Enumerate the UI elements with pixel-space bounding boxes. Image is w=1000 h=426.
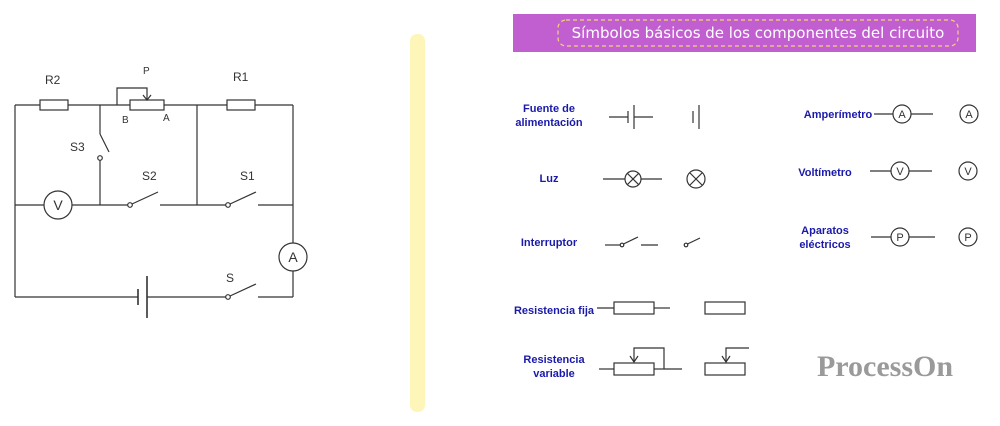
rheostat: [129, 99, 165, 111]
switch-s3-lever: [99, 133, 110, 153]
symbol-power-source-bare: [692, 105, 700, 129]
slider-arrow: [142, 94, 152, 101]
ammeter-label: A: [288, 249, 298, 265]
symbol-appliance-bare: [958, 227, 978, 247]
resistor-r2: [39, 99, 69, 111]
header-dashed-frame: [557, 19, 959, 47]
switch-s-pivot: [225, 294, 231, 300]
label-appliance-1: Aparatos: [801, 225, 849, 237]
symbol-ammeter-bare: [959, 104, 979, 124]
symbol-lamp-bare: [686, 169, 706, 189]
symbol-variable-resistor: [599, 347, 682, 376]
symbol-fixed-resistor: [597, 301, 670, 315]
label-s1: S1: [240, 169, 255, 183]
symbol-switch-bare: [683, 237, 701, 248]
label-variable-resistor-2: variable: [533, 368, 575, 380]
ammeter-symbol-letter: A: [898, 109, 906, 121]
label-s3: S3: [70, 140, 85, 154]
label-r2: R2: [45, 73, 61, 87]
circuit-labels: R2 R1 P B A S3 S2 S1 S V A: [45, 66, 298, 285]
switch-s1-lever: [229, 191, 257, 205]
label-power-source-2: alimentación: [515, 117, 583, 129]
label-s: S: [226, 271, 234, 285]
circuit-diagram: [14, 87, 308, 318]
voltmeter-label: V: [53, 197, 63, 213]
symbol-variable-resistor-bare: [704, 347, 749, 376]
switch-s3-pivot: [97, 155, 103, 161]
label-voltmeter: Voltímetro: [798, 167, 852, 179]
label-a: A: [163, 113, 170, 124]
resistor-r1: [226, 99, 256, 111]
voltmeter-bare-letter: V: [964, 166, 972, 178]
symbol-switch: [605, 236, 658, 248]
symbol-lamp: [603, 170, 662, 188]
symbol-power-source: [609, 105, 653, 129]
label-appliance-2: eléctricos: [799, 239, 850, 251]
label-p: P: [143, 66, 150, 77]
symbol-ammeter: [874, 104, 933, 124]
label-fixed-resistor: Resistencia fija: [514, 305, 595, 317]
switch-s-lever: [229, 283, 257, 297]
switch-s1-pivot: [225, 202, 231, 208]
slider-wire: [116, 87, 148, 105]
legend-title: Símbolos básicos de los componentes del …: [572, 24, 945, 42]
ammeter-bare-letter: A: [965, 109, 973, 121]
switch-s2-pivot: [127, 202, 133, 208]
switch-s2-lever: [131, 191, 159, 205]
divider-bar: [410, 34, 425, 412]
legend-symbols: [597, 104, 979, 376]
brand-watermark: ProcessOn: [817, 350, 953, 383]
voltmeter-symbol-letter: V: [896, 166, 904, 178]
label-power-source-1: Fuente de: [523, 103, 575, 115]
symbol-appliance: [871, 227, 935, 247]
symbol-voltmeter: [870, 161, 932, 181]
label-switch: Interruptor: [521, 237, 578, 249]
appliance-bare-letter: P: [964, 232, 971, 244]
label-s2: S2: [142, 169, 157, 183]
label-ammeter: Amperímetro: [804, 109, 873, 121]
label-r1: R1: [233, 70, 249, 84]
appliance-symbol-letter: P: [896, 232, 903, 244]
symbol-voltmeter-bare: [958, 161, 978, 181]
legend-labels: Fuente de alimentación Luz Interruptor R…: [514, 103, 873, 380]
label-variable-resistor-1: Resistencia: [523, 354, 585, 366]
label-lamp: Luz: [540, 173, 559, 185]
legend-symbol-letters: A A V V P P: [896, 109, 973, 244]
label-b: B: [122, 115, 129, 126]
symbol-fixed-resistor-bare: [704, 301, 746, 315]
legend-header: Símbolos básicos de los componentes del …: [513, 14, 976, 52]
